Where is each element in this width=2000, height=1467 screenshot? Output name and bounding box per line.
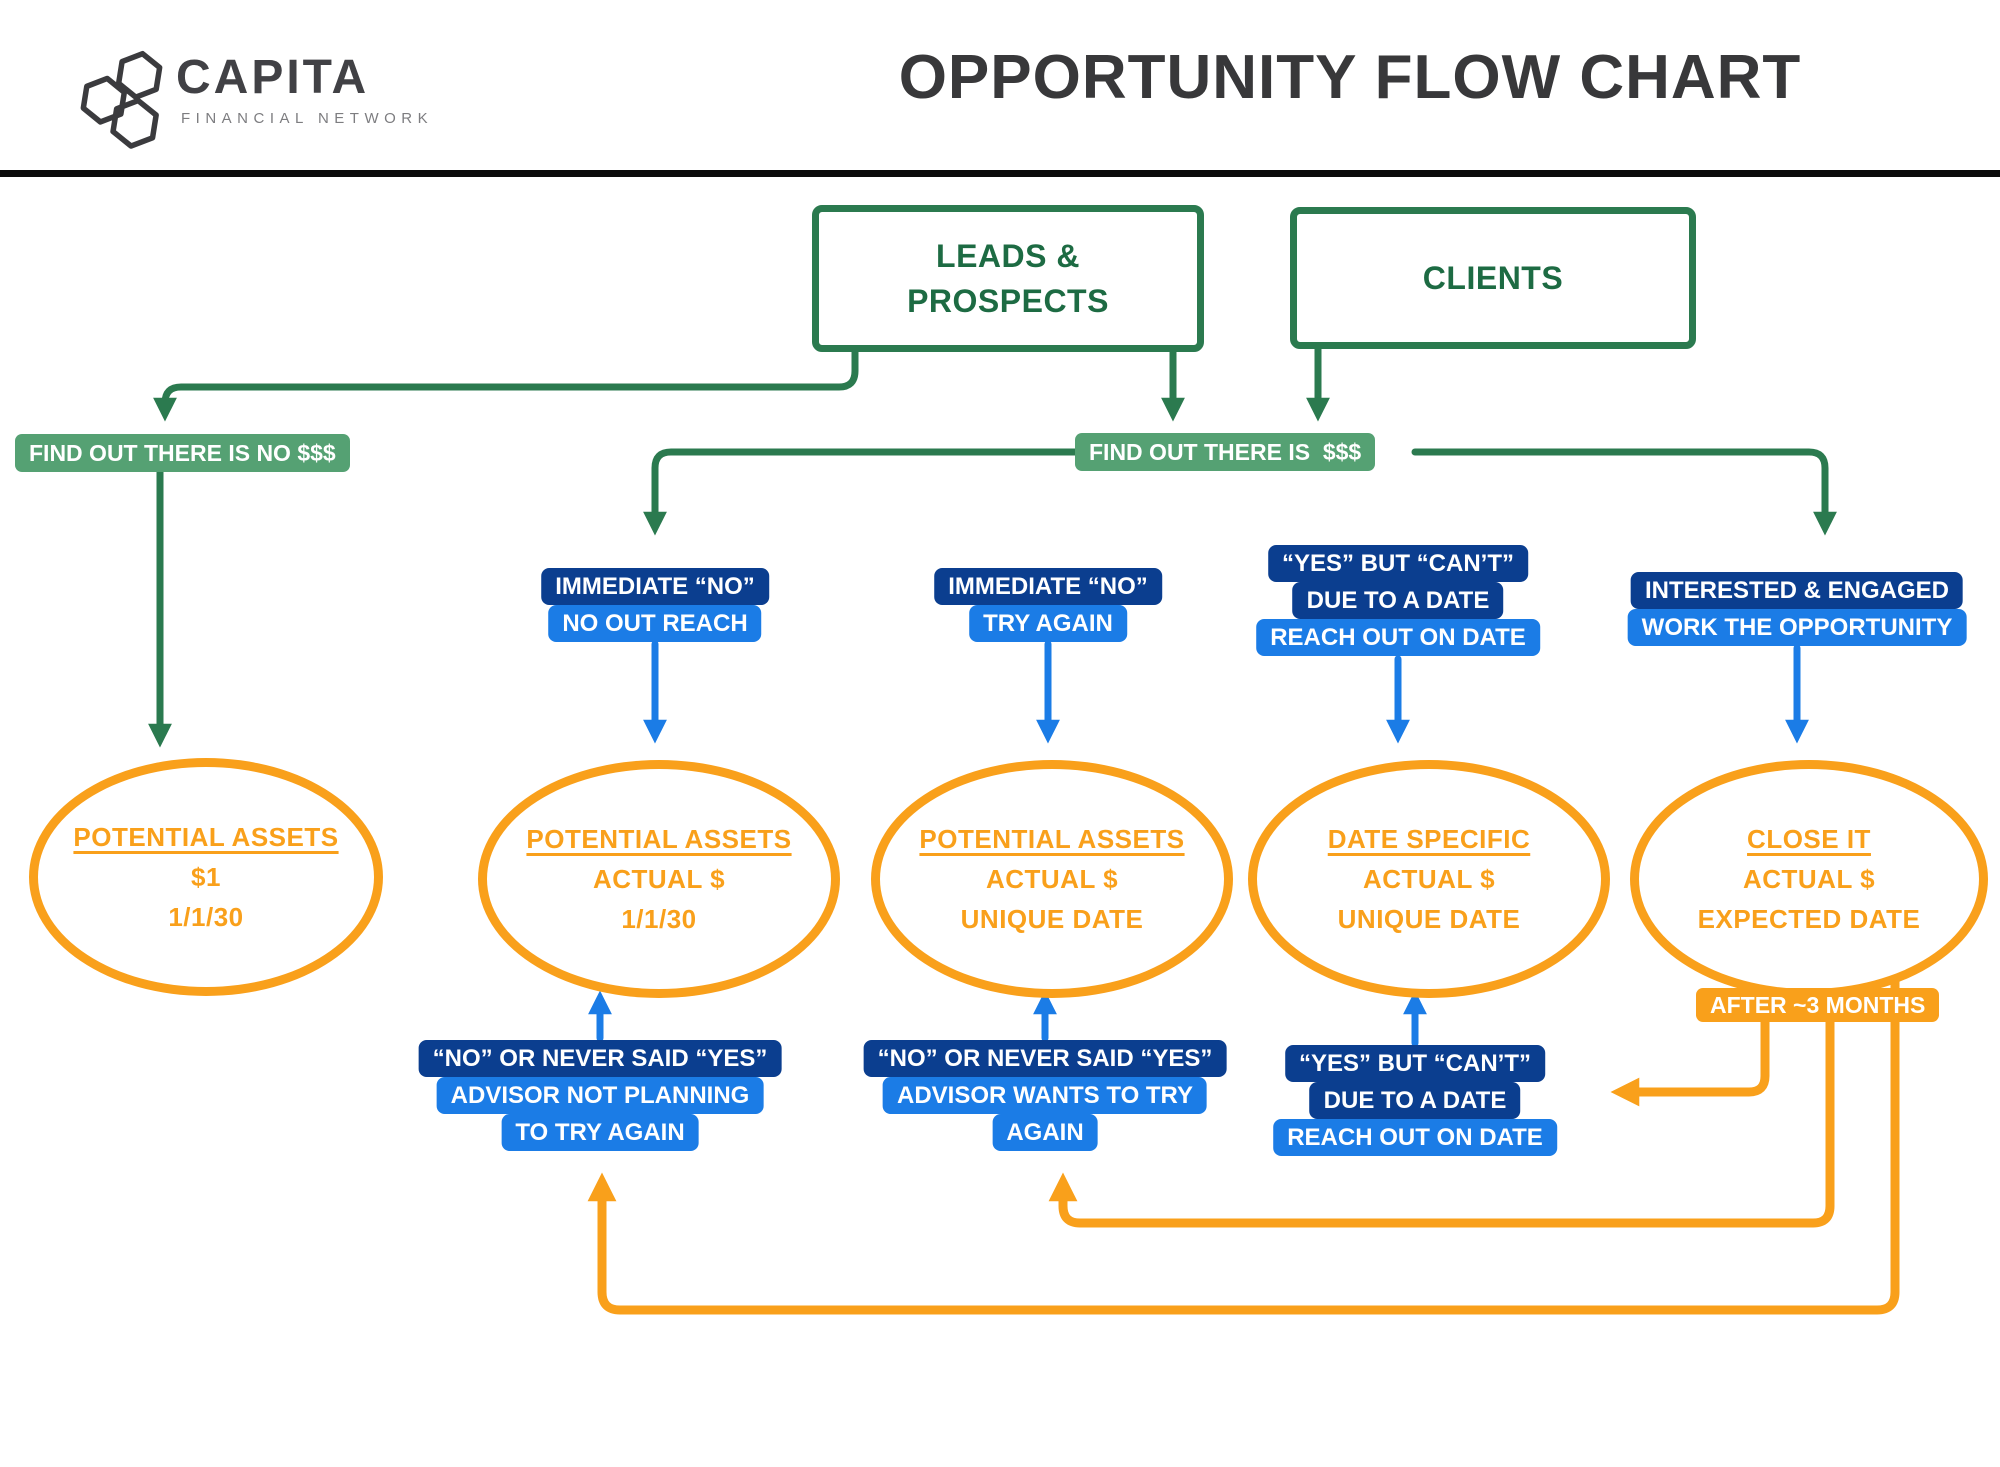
- ellipse-2-title: POTENTIAL ASSETS: [526, 823, 792, 854]
- top-label-4-line-2: WORK THE OPPORTUNITY: [1627, 609, 1967, 646]
- bottom-label-2-line-3: AGAIN: [992, 1114, 1098, 1151]
- ellipse-3-title: POTENTIAL ASSETS: [919, 823, 1185, 854]
- top-label-immediate-no-try-again: IMMEDIATE “NO” TRY AGAIN: [934, 568, 1162, 642]
- top-label-3-line-1: “YES” BUT “CAN’T”: [1267, 545, 1528, 582]
- top-label-1-line-1: IMMEDIATE “NO”: [541, 568, 769, 605]
- pill-find-out-no-money: FIND OUT THERE IS NO $$$: [15, 434, 350, 472]
- ellipse-3-line-2: ACTUAL $: [985, 863, 1119, 894]
- top-label-3-line-3: REACH OUT ON DATE: [1256, 619, 1540, 656]
- bottom-label-1-line-3: TO TRY AGAIN: [501, 1114, 699, 1151]
- ellipse-potential-assets-3: POTENTIAL ASSETS ACTUAL $ UNIQUE DATE: [871, 760, 1233, 998]
- ellipse-5-line-3: EXPECTED DATE: [1697, 904, 1921, 935]
- box-leads-prospects-label: LEADS & PROSPECTS: [907, 237, 1109, 319]
- ellipse-close-it: CLOSE IT ACTUAL $ EXPECTED DATE: [1630, 760, 1988, 998]
- box-clients-label: CLIENTS: [1422, 259, 1564, 296]
- ellipse-potential-assets-2: POTENTIAL ASSETS ACTUAL $ 1/1/30: [478, 760, 840, 998]
- ellipse-1-title: POTENTIAL ASSETS: [73, 821, 339, 852]
- ellipse-4-line-2: ACTUAL $: [1362, 863, 1496, 894]
- pill-find-out-money: FIND OUT THERE IS $$$: [1075, 433, 1376, 471]
- ellipse-2-line-3: 1/1/30: [621, 904, 697, 935]
- green-arrows: [148, 345, 1837, 748]
- header-divider: [0, 170, 2000, 177]
- top-label-1-line-2: NO OUT REACH: [548, 605, 762, 642]
- capita-logo-icon: [80, 50, 163, 149]
- ellipse-date-specific: DATE SPECIFIC ACTUAL $ UNIQUE DATE: [1248, 760, 1610, 998]
- top-label-immediate-no-no-outreach: IMMEDIATE “NO” NO OUT REACH: [541, 568, 769, 642]
- top-label-2-line-1: IMMEDIATE “NO”: [934, 568, 1162, 605]
- ellipse-2-line-2: ACTUAL $: [592, 863, 726, 894]
- bottom-label-3-line-1: “YES” BUT “CAN’T”: [1284, 1045, 1545, 1082]
- bottom-label-advisor-not-planning: “NO” OR NEVER SAID “YES” ADVISOR NOT PLA…: [418, 1040, 782, 1151]
- ellipse-1-line-2: $1: [191, 861, 221, 892]
- box-clients: CLIENTS: [1290, 207, 1696, 349]
- top-label-2-line-2: TRY AGAIN: [969, 605, 1127, 642]
- top-label-interested-engaged: INTERESTED & ENGAGED WORK THE OPPORTUNIT…: [1627, 572, 1967, 646]
- top-label-yes-but-cant: “YES” BUT “CAN’T” DUE TO A DATE REACH OU…: [1256, 545, 1540, 656]
- top-label-4-line-1: INTERESTED & ENGAGED: [1630, 572, 1964, 609]
- ellipse-5-title: CLOSE IT: [1747, 823, 1871, 854]
- bottom-label-3-line-3: REACH OUT ON DATE: [1273, 1119, 1557, 1156]
- ellipse-4-line-3: UNIQUE DATE: [1337, 904, 1521, 935]
- pill-after-3-months: AFTER ~3 MONTHS: [1696, 988, 1940, 1022]
- bottom-label-yes-but-cant: “YES” BUT “CAN’T” DUE TO A DATE REACH OU…: [1273, 1045, 1557, 1156]
- ellipse-1-line-3: 1/1/30: [168, 902, 244, 933]
- blue-arrows: [588, 640, 1809, 1047]
- ellipse-5-line-2: ACTUAL $: [1742, 863, 1876, 894]
- brand-tagline: FINANCIAL NETWORK: [181, 110, 434, 127]
- ellipse-4-title: DATE SPECIFIC: [1327, 823, 1531, 854]
- bottom-label-3-line-2: DUE TO A DATE: [1309, 1082, 1521, 1119]
- ellipse-potential-assets-1: POTENTIAL ASSETS $1 1/1/30: [29, 758, 383, 996]
- ellipse-3-line-3: UNIQUE DATE: [960, 904, 1144, 935]
- top-label-3-line-2: DUE TO A DATE: [1292, 582, 1504, 619]
- box-leads-prospects: LEADS & PROSPECTS: [812, 205, 1204, 352]
- bottom-label-2-line-2: ADVISOR WANTS TO TRY: [882, 1077, 1208, 1114]
- bottom-label-1-line-2: ADVISOR NOT PLANNING: [436, 1077, 764, 1114]
- bottom-label-1-line-1: “NO” OR NEVER SAID “YES”: [418, 1040, 782, 1077]
- bottom-label-2-line-1: “NO” OR NEVER SAID “YES”: [863, 1040, 1227, 1077]
- bottom-label-advisor-wants-to-try: “NO” OR NEVER SAID “YES” ADVISOR WANTS T…: [863, 1040, 1227, 1151]
- brand-name: CAPITA: [176, 51, 370, 104]
- orange-loop-arrows: [587, 949, 1900, 1315]
- page-title: OPPORTUNITY FLOW CHART: [898, 43, 1802, 112]
